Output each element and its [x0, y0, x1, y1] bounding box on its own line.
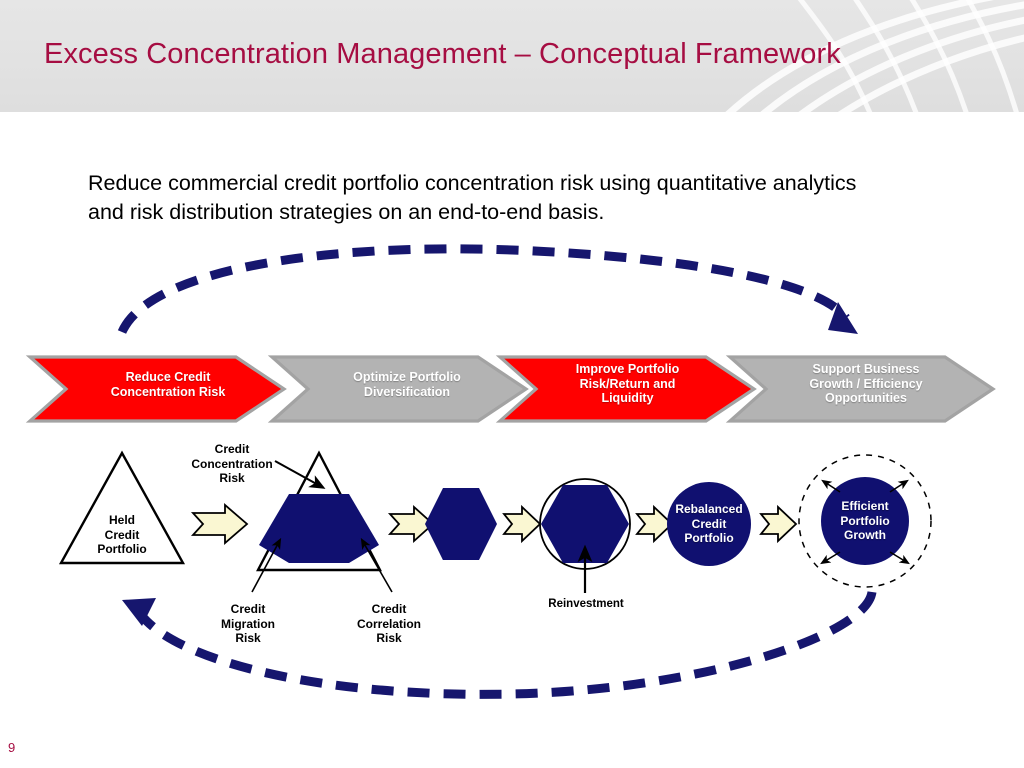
label-efficient-line3: Growth: [844, 528, 886, 542]
label-held-line1: Held: [108, 513, 135, 527]
chevron-label-4-line3: Opportunities: [825, 391, 907, 405]
chevron-step-4[interactable]: [725, 355, 996, 423]
label-held-line3: Portfolio: [97, 542, 147, 556]
flow-arrow-1: [190, 503, 249, 545]
chevron-step-2[interactable]: [267, 355, 529, 423]
slide-header-band: Excess Concentration Management – Concep…: [0, 0, 1024, 112]
chevron-label-4: Support Business Growth / Efficiency Opp…: [791, 362, 941, 406]
chevron-label-3-line3: Liquidity: [601, 391, 654, 405]
label-migration-line2: Migration: [221, 616, 275, 631]
page-number: 9: [8, 740, 16, 755]
chevron-label-2-line1: Optimize Portfolio: [353, 370, 461, 384]
label-correlation-line1: Credit: [371, 602, 407, 616]
label-credit-concentration-risk: Credit Concentration Risk: [182, 442, 282, 486]
chevron-label-4-line1: Support Business: [812, 362, 920, 376]
chevron-label-3: Improve Portfolio Risk/Return and Liquid…: [559, 362, 696, 406]
label-concentration-line3: Risk: [219, 471, 245, 485]
chevron-label-1-line1: Reduce Credit: [125, 370, 211, 384]
label-migration-line1: Credit: [230, 602, 266, 616]
chevron-step-1[interactable]: [25, 355, 287, 423]
label-credit-migration-risk: Credit Migration Risk: [203, 602, 293, 646]
chevron-step-3[interactable]: [495, 355, 757, 423]
label-efficient-line2: Portfolio: [840, 513, 890, 528]
diversified-hexagon: [425, 488, 497, 560]
chevron-label-1: Reduce Credit Concentration Risk: [103, 370, 233, 399]
label-rebalanced-line3: Portfolio: [684, 531, 734, 545]
flow-arrow-5: [759, 504, 798, 544]
callout-line-concentration-risk: [274, 460, 326, 489]
label-credit-correlation-risk: Credit Correlation Risk: [344, 602, 434, 646]
callout-line-migration-risk: [251, 537, 282, 593]
label-rebalanced-credit-portfolio: Rebalanced Credit Portfolio: [659, 502, 759, 546]
label-rebalanced-line2: Credit: [691, 516, 727, 531]
chevron-label-4-line2: Growth / Efficiency: [809, 376, 923, 391]
chevron-label-1-line2: Concentration Risk: [110, 384, 226, 399]
label-reinvestment: Reinvestment: [528, 597, 644, 612]
top-feedback-arc: [117, 244, 858, 335]
label-held-credit-portfolio: Held Credit Portfolio: [82, 513, 162, 557]
intro-paragraph: Reduce commercial credit portfolio conce…: [88, 171, 857, 224]
label-correlation-line2: Correlation: [356, 616, 421, 631]
chevron-label-2-line2: Diversification: [363, 384, 451, 399]
label-correlation-line3: Risk: [376, 631, 402, 645]
reinvestment-hexagon-circle: [539, 478, 631, 593]
label-efficient-line1: Efficient: [841, 499, 889, 513]
label-held-line2: Credit: [104, 527, 140, 542]
chevron-label-3-line2: Risk/Return and: [579, 376, 676, 391]
label-concentration-line1: Credit: [214, 442, 250, 456]
flow-arrow-3: [502, 504, 542, 544]
callout-line-correlation-risk: [360, 537, 393, 593]
label-reinvestment-line1: Reinvestment: [548, 598, 624, 610]
label-efficient-portfolio-growth: Efficient Portfolio Growth: [815, 499, 915, 543]
chevron-label-2: Optimize Portfolio Diversification: [340, 370, 474, 399]
label-rebalanced-line1: Rebalanced: [675, 502, 743, 516]
chevron-label-3-line1: Improve Portfolio: [575, 362, 680, 376]
chevron-banner: [25, 355, 996, 423]
label-concentration-line2: Concentration: [191, 456, 273, 471]
flow-arrow-2: [387, 504, 435, 544]
page-title: Excess Concentration Management – Concep…: [44, 38, 841, 70]
label-migration-line3: Risk: [235, 631, 261, 645]
